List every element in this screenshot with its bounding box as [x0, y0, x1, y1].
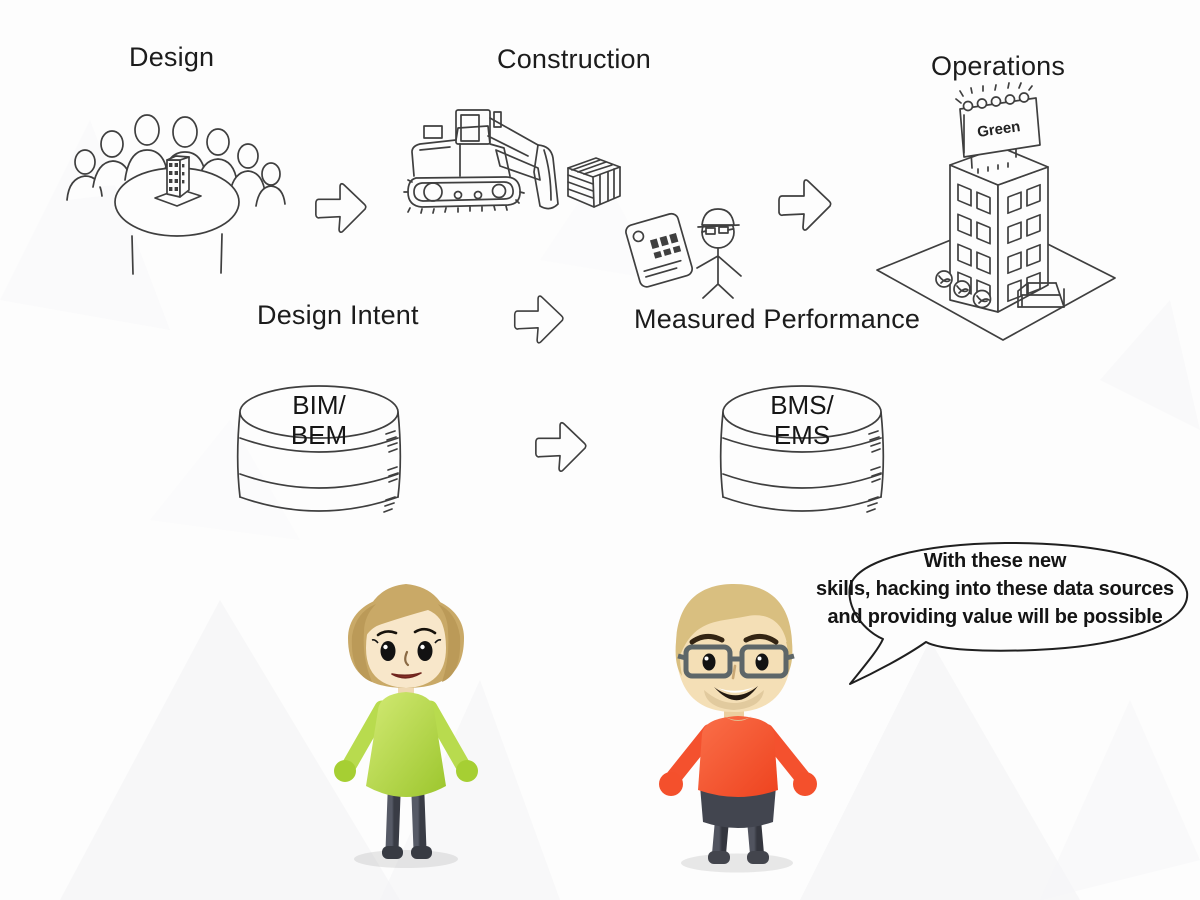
bim-bem-label-line1: BIM/	[292, 390, 346, 420]
measured-performance-label: Measured Performance	[634, 304, 921, 334]
green-sign-label: Green	[976, 118, 1021, 141]
operations-label: Operations	[931, 51, 1066, 81]
speech-line-3: and providing value will be possible	[827, 606, 1163, 628]
design-label: Design	[129, 42, 215, 72]
bim-bem-label-line2: BEM	[291, 420, 347, 450]
speech-line-2: skills, hacking into these data sources	[816, 578, 1174, 600]
design-intent-label: Design Intent	[257, 300, 419, 330]
bms-ems-database-icon: BMS/ EMS	[719, 385, 885, 513]
worker-blueprint-sketch-icon	[625, 208, 742, 299]
speech-bubble-text: With these new skills, hacking into thes…	[800, 547, 1190, 631]
bms-ems-label-line2: EMS	[774, 420, 830, 450]
bulldozer-lumber-sketch-icon	[403, 109, 621, 214]
arrow-right-icon	[535, 421, 587, 472]
arrow-right-icon	[513, 295, 564, 344]
speech-bubble	[848, 541, 1189, 685]
construction-label: Construction	[497, 44, 651, 74]
arrow-right-icon	[315, 182, 367, 233]
speech-line-1: With these new	[923, 550, 1067, 572]
female-avatar	[334, 584, 478, 868]
male-avatar	[659, 584, 817, 873]
design-team-sketch-icon	[66, 114, 286, 275]
bms-ems-label-line1: BMS/	[770, 390, 834, 420]
green-building-sketch-icon: Green	[876, 82, 1116, 341]
arrow-right-icon	[778, 179, 832, 231]
bim-bem-database-icon: BIM/ BEM	[236, 385, 402, 513]
